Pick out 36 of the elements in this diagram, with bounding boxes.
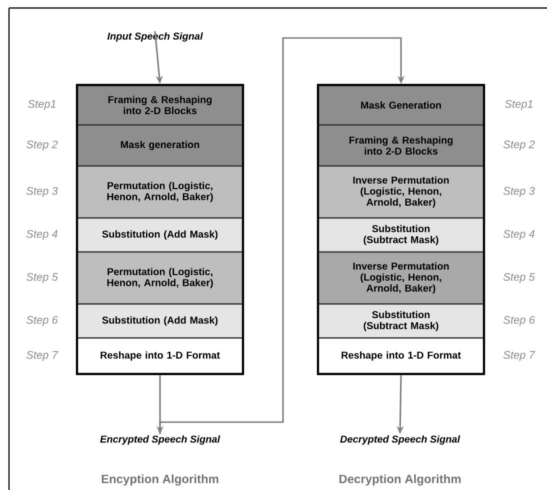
step-label: Step 7	[26, 351, 58, 361]
step-band: Substitution (Subtract Mask)	[317, 217, 485, 253]
step-band: Permutation (Logistic, Henon, Arnold, Baker)	[76, 251, 244, 305]
step-label: Step 6	[503, 316, 535, 326]
algorithm-column	[76, 84, 244, 376]
step-label: Step 6	[26, 316, 58, 326]
step-band: Reshape into 1-D Format	[76, 337, 244, 375]
algorithm-column	[316, 84, 486, 376]
step-label: Step 2	[503, 140, 535, 150]
step-band: Permutation (Logistic, Henon, Arnold, Baker)	[76, 165, 244, 219]
algorithm-title: Encyption Algorithm	[102, 474, 218, 486]
step-band: Substitution (Add Mask)	[76, 303, 244, 339]
step-label: Step1	[504, 100, 532, 110]
step-label: Step 5	[503, 273, 535, 283]
arrow	[159, 37, 405, 434]
step-band: Substitution (Add Mask)	[76, 217, 244, 253]
step-band: Reshape into 1-D Format	[317, 337, 485, 375]
step-label: Step 3	[26, 187, 58, 197]
step-band: Inverse Permutation (Logistic, Henon, Arnold, Baker)	[317, 165, 485, 219]
step-label: Step 3	[503, 187, 535, 197]
step-band: Mask Generation	[317, 84, 485, 126]
step-band: Framing & Reshaping into 2-D Blocks	[317, 124, 485, 167]
step-label: Step 7	[503, 351, 536, 361]
algorithm-title: Decryption Algorithm	[339, 474, 461, 486]
step-band: Mask generation	[76, 124, 244, 167]
step-band: Substitution (Subtract Mask)	[317, 303, 485, 339]
step-band: Framing & Reshaping into 2-D Blocks	[76, 84, 244, 126]
signal-label: Decrypted Speech Signal	[340, 435, 460, 445]
step-label: Step 4	[26, 230, 58, 240]
step-band: Inverse Permutation (Logistic, Henon, Arnold, Baker)	[317, 251, 485, 305]
signal-label: Encrypted Speech Signal	[100, 435, 220, 445]
signal-label: Input Speech Signal	[107, 32, 203, 42]
step-label: Step 5	[26, 273, 58, 283]
step-label: Step 2	[26, 140, 58, 150]
step-label: Step 4	[503, 230, 534, 240]
step-label: Step1	[28, 100, 56, 110]
